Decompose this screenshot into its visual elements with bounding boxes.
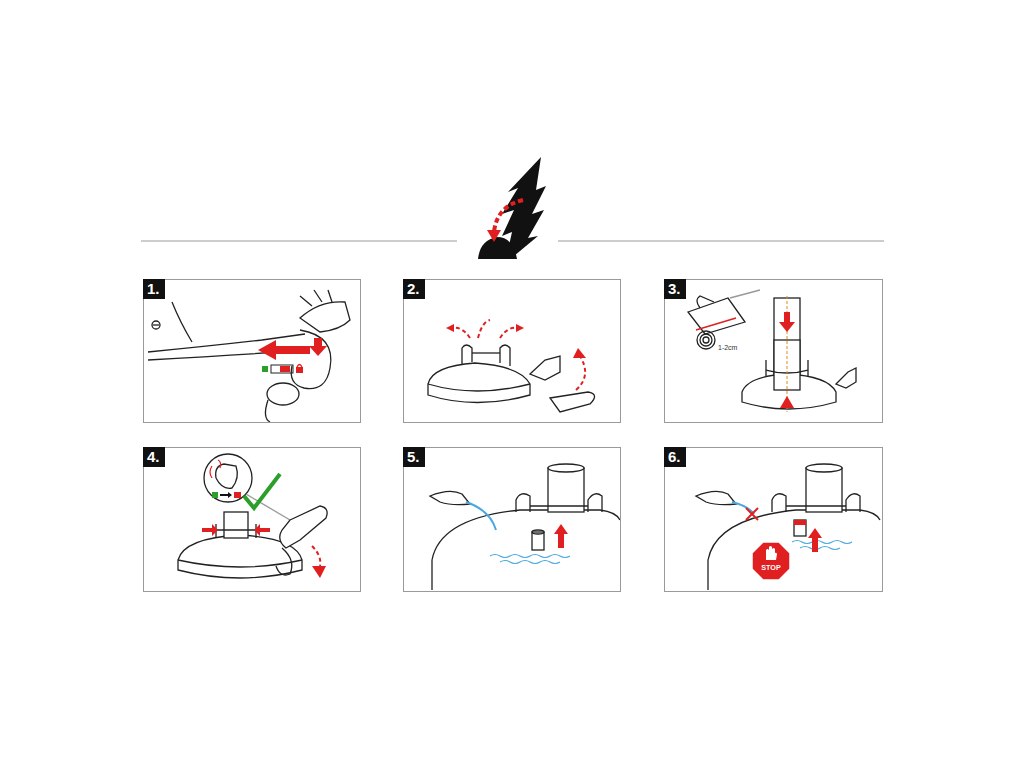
water-fill-sketch — [430, 464, 620, 590]
open-arrowheads — [446, 324, 586, 358]
press-arrow — [312, 546, 320, 566]
open-arrows — [452, 320, 585, 390]
check-mark — [244, 474, 280, 508]
no-pour-cross — [746, 508, 758, 520]
water-level — [490, 555, 570, 564]
full-indicator — [794, 520, 806, 525]
cut-line — [696, 318, 736, 330]
step-panel: 6. STOP — [664, 447, 883, 592]
pull-arrow — [258, 338, 327, 360]
step-panel: 4. — [143, 447, 361, 592]
rise-arrow — [808, 528, 822, 552]
saw-sketch — [688, 290, 760, 349]
insert-arrows — [779, 312, 795, 408]
clamp-arrows — [202, 524, 270, 536]
dimension-label: 1-2cm — [718, 344, 737, 352]
step-number: 5. — [403, 447, 425, 467]
lock-indicator — [212, 492, 241, 498]
step-number: 6. — [664, 447, 686, 467]
sign-text: STOP — [751, 541, 791, 572]
stop-sign: STOP — [751, 541, 791, 581]
step-number: 1. — [143, 279, 165, 299]
step-panel: 5. — [403, 447, 621, 592]
step-number: 3. — [664, 279, 686, 299]
water-stream — [466, 502, 496, 530]
cord-tension-sketch — [148, 290, 350, 422]
step-panel: 2. — [403, 279, 621, 423]
step-panel: 3. — [664, 279, 883, 423]
tree-icon — [478, 157, 546, 259]
rise-arrow — [554, 524, 568, 548]
stop-octagon — [751, 541, 791, 581]
insert-trunk-sketch — [742, 298, 856, 409]
click-marks — [210, 460, 221, 478]
step-number: 4. — [143, 447, 165, 467]
water-level — [792, 541, 852, 550]
step-number: 2. — [403, 279, 425, 299]
lock-indicator — [262, 365, 303, 374]
open-stand-sketch — [428, 345, 595, 412]
clamp-sketch — [178, 454, 327, 578]
water-full-sketch — [696, 464, 880, 590]
step-panel: 1. — [143, 279, 361, 423]
press-arrowhead — [312, 566, 326, 578]
